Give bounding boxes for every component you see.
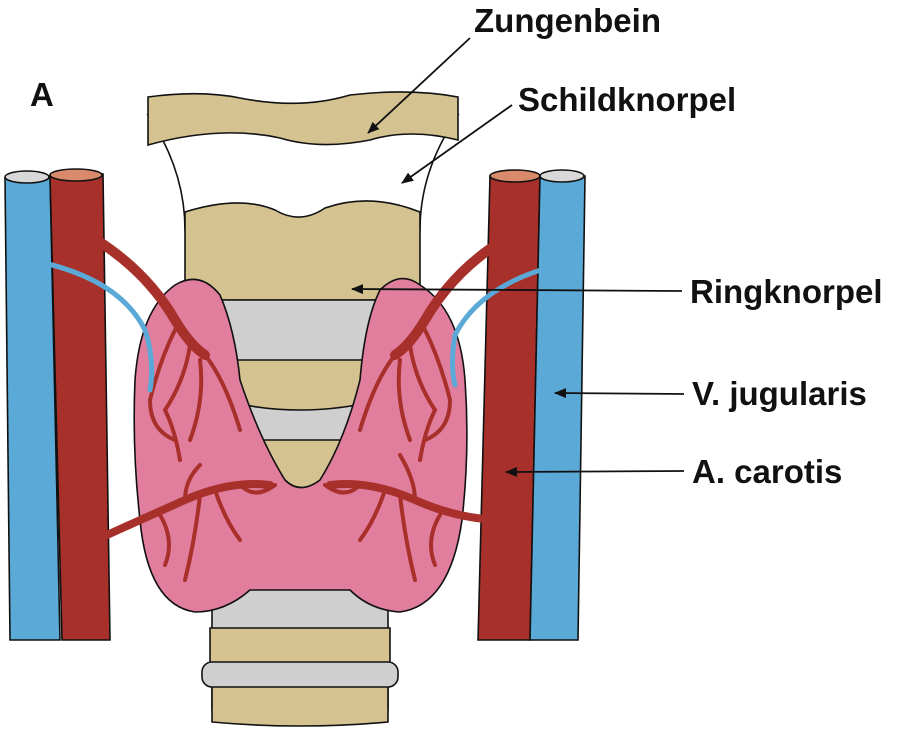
jugular-arrow [554,388,685,399]
trachea [201,584,399,727]
left-carotid-artery [49,168,111,641]
label-a-carotis: A. carotis [692,453,842,490]
right-jugular-vein [529,169,586,641]
hyoid-arrow [367,37,471,134]
left-jugular-vein [4,170,61,641]
thyroid-gland [133,277,468,613]
label-schildknorpel: Schildknorpel [518,81,736,118]
carotid-arrow [505,466,685,477]
label-v-jugularis: V. jugularis [692,375,867,412]
hyoid-bone [147,91,459,147]
thyroid-cartilage-arrow [401,104,513,184]
label-zungenbein: Zungenbein [474,2,661,39]
cricoid-arrow [351,284,683,295]
panel-letter: A [30,76,54,113]
label-ringknorpel: Ringknorpel [690,273,883,310]
thyroid-veins [37,259,561,393]
thyroid-arteries [65,220,530,582]
